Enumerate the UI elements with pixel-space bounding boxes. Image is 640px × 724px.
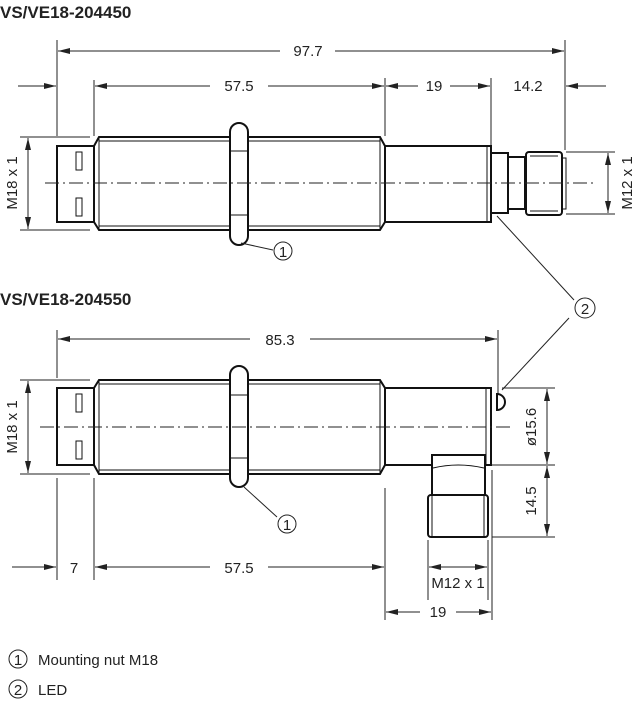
svg-text:1: 1 bbox=[14, 652, 22, 669]
drawing1-dimensions: 97.7 57.5 19 14.2 M18 x 1 M12 x 1 bbox=[4, 40, 636, 231]
svg-text:2: 2 bbox=[581, 301, 589, 318]
dim-connector-size-2: M12 x 1 bbox=[431, 575, 484, 592]
dim-rear: 19 bbox=[426, 78, 443, 95]
dim-overall-2: 85.3 bbox=[265, 332, 294, 349]
dim-connector: 14.2 bbox=[513, 78, 542, 95]
dim-rear-2: 19 bbox=[430, 604, 447, 621]
svg-text:1: 1 bbox=[283, 517, 291, 534]
drawing2-title: VS/VE18-204550 bbox=[0, 290, 131, 309]
dim-diameter: ø15.6 bbox=[523, 408, 540, 446]
dim-thread-size: M18 x 1 bbox=[4, 156, 21, 209]
legend-label: LED bbox=[38, 682, 67, 699]
led bbox=[496, 392, 506, 412]
dim-overall: 97.7 bbox=[293, 43, 322, 60]
legend-item-2: 2 LED bbox=[8, 679, 67, 699]
callout-1-top: 1 bbox=[240, 241, 293, 261]
mounting-nut bbox=[229, 122, 249, 246]
legend-label: Mounting nut M18 bbox=[38, 652, 158, 669]
dim-thread-size-2: M18 x 1 bbox=[4, 400, 21, 453]
callout-1-bottom: 1 bbox=[243, 486, 297, 534]
drawing1-title: VS/VE18-204450 bbox=[0, 3, 131, 22]
dim-thread: 57.5 bbox=[224, 78, 253, 95]
svg-text:1: 1 bbox=[279, 244, 287, 261]
sensor-body-straight bbox=[45, 122, 595, 246]
svg-text:2: 2 bbox=[14, 682, 22, 699]
dim-connector-height: 14.5 bbox=[523, 486, 540, 515]
dim-thread-2: 57.5 bbox=[224, 560, 253, 577]
drawing2-dimensions: 85.3 M18 x 1 ø15.6 14.5 7 57.5 M12 x 1 1… bbox=[4, 330, 555, 621]
sensor-body-angled bbox=[40, 365, 510, 538]
legend-item-1: 1 Mounting nut M18 bbox=[8, 649, 158, 669]
dim-connector-size: M12 x 1 bbox=[619, 156, 636, 209]
callout-2-led: 2 bbox=[496, 215, 596, 391]
dim-face: 7 bbox=[70, 560, 78, 577]
